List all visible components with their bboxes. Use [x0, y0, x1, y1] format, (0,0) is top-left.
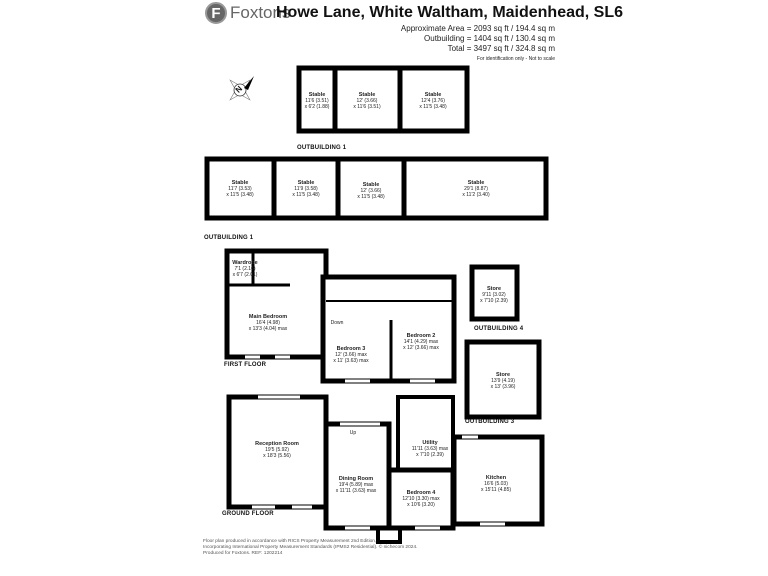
footer-line: Incorporating International Property Mea…	[203, 545, 418, 550]
footer-line: Produced for Foxtons. REF: 1202214	[203, 551, 283, 556]
outbuilding1-bottom-walls	[204, 156, 549, 221]
footer-notes: Floor plan produced in accordance with R…	[203, 539, 417, 557]
outbuilding1-bottom-label: OUTBUILDING 1	[204, 235, 254, 241]
first-floor-label: FIRST FLOOR	[224, 362, 267, 368]
logo-icon: F	[205, 2, 227, 24]
outbuilding3-label: OUTBUILDING 3	[465, 419, 515, 425]
outbuilding4-label: OUTBUILDING 4	[474, 326, 524, 332]
outbuilding1-top-walls	[296, 65, 470, 134]
outbuilding1-top-label: OUTBUILDING 1	[297, 145, 347, 151]
outbuilding-area: Outbuilding = 1404 sq ft / 130.4 sq m	[424, 34, 555, 43]
outbuilding3-walls	[464, 339, 542, 420]
foxtons-logo: F Foxtons	[205, 2, 290, 24]
property-title: Howe Lane, White Waltham, Maidenhead, SL…	[276, 4, 624, 21]
footer-line: Floor plan produced in accordance with R…	[203, 539, 377, 544]
ground-floor-label: GROUND FLOOR	[222, 511, 274, 517]
approx-area: Approximate Area = 2093 sq ft / 194.4 sq…	[400, 24, 555, 33]
outbuilding4-walls	[469, 264, 520, 322]
stairs-down-label: Down	[330, 320, 344, 326]
logo-text: Foxtons	[230, 3, 291, 22]
disclaimer: For identification only - Not to scale	[476, 56, 555, 62]
total-area: Total = 3497 sq ft / 324.8 sq m	[447, 44, 555, 53]
compass-icon	[229, 76, 254, 101]
stairs-up-label: Up	[349, 430, 357, 436]
